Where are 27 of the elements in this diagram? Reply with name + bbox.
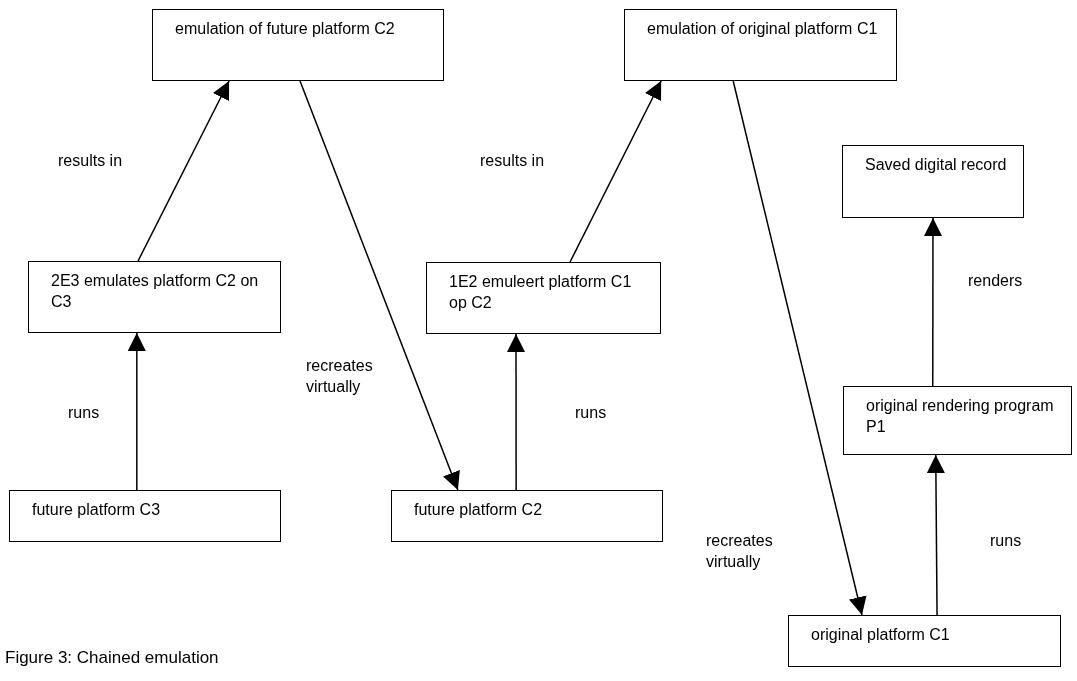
node-text: original rendering program P1 xyxy=(866,396,1055,437)
arrow xyxy=(137,80,230,262)
process-box xyxy=(152,9,444,81)
arrow xyxy=(569,80,662,263)
process-box xyxy=(843,386,1072,455)
process-box xyxy=(391,490,663,542)
node-text: future platform C3 xyxy=(32,500,162,520)
process-box xyxy=(788,615,1061,667)
arrow xyxy=(926,454,945,616)
node-text: emulation of future platform C2 xyxy=(175,19,396,39)
arrow xyxy=(299,80,460,491)
process-box xyxy=(426,262,661,334)
process-box xyxy=(624,9,897,81)
node-text: 1E2 emuleert platform C1 op C2 xyxy=(449,272,633,313)
node-text: 2E3 emulates platform C2 on C3 xyxy=(51,271,260,312)
arrow xyxy=(507,333,525,491)
arrow xyxy=(127,332,146,491)
node-text: Saved digital record xyxy=(865,155,1008,175)
process-box xyxy=(842,145,1024,218)
arrow xyxy=(924,217,942,387)
node-text: emulation of original platform C1 xyxy=(647,19,879,39)
process-box xyxy=(9,490,281,542)
node-text: future platform C2 xyxy=(414,500,544,520)
caption: Figure 3: Chained emulation xyxy=(5,648,219,668)
node-text: original platform C1 xyxy=(811,625,951,645)
arrow xyxy=(732,80,867,616)
process-box xyxy=(28,261,281,333)
